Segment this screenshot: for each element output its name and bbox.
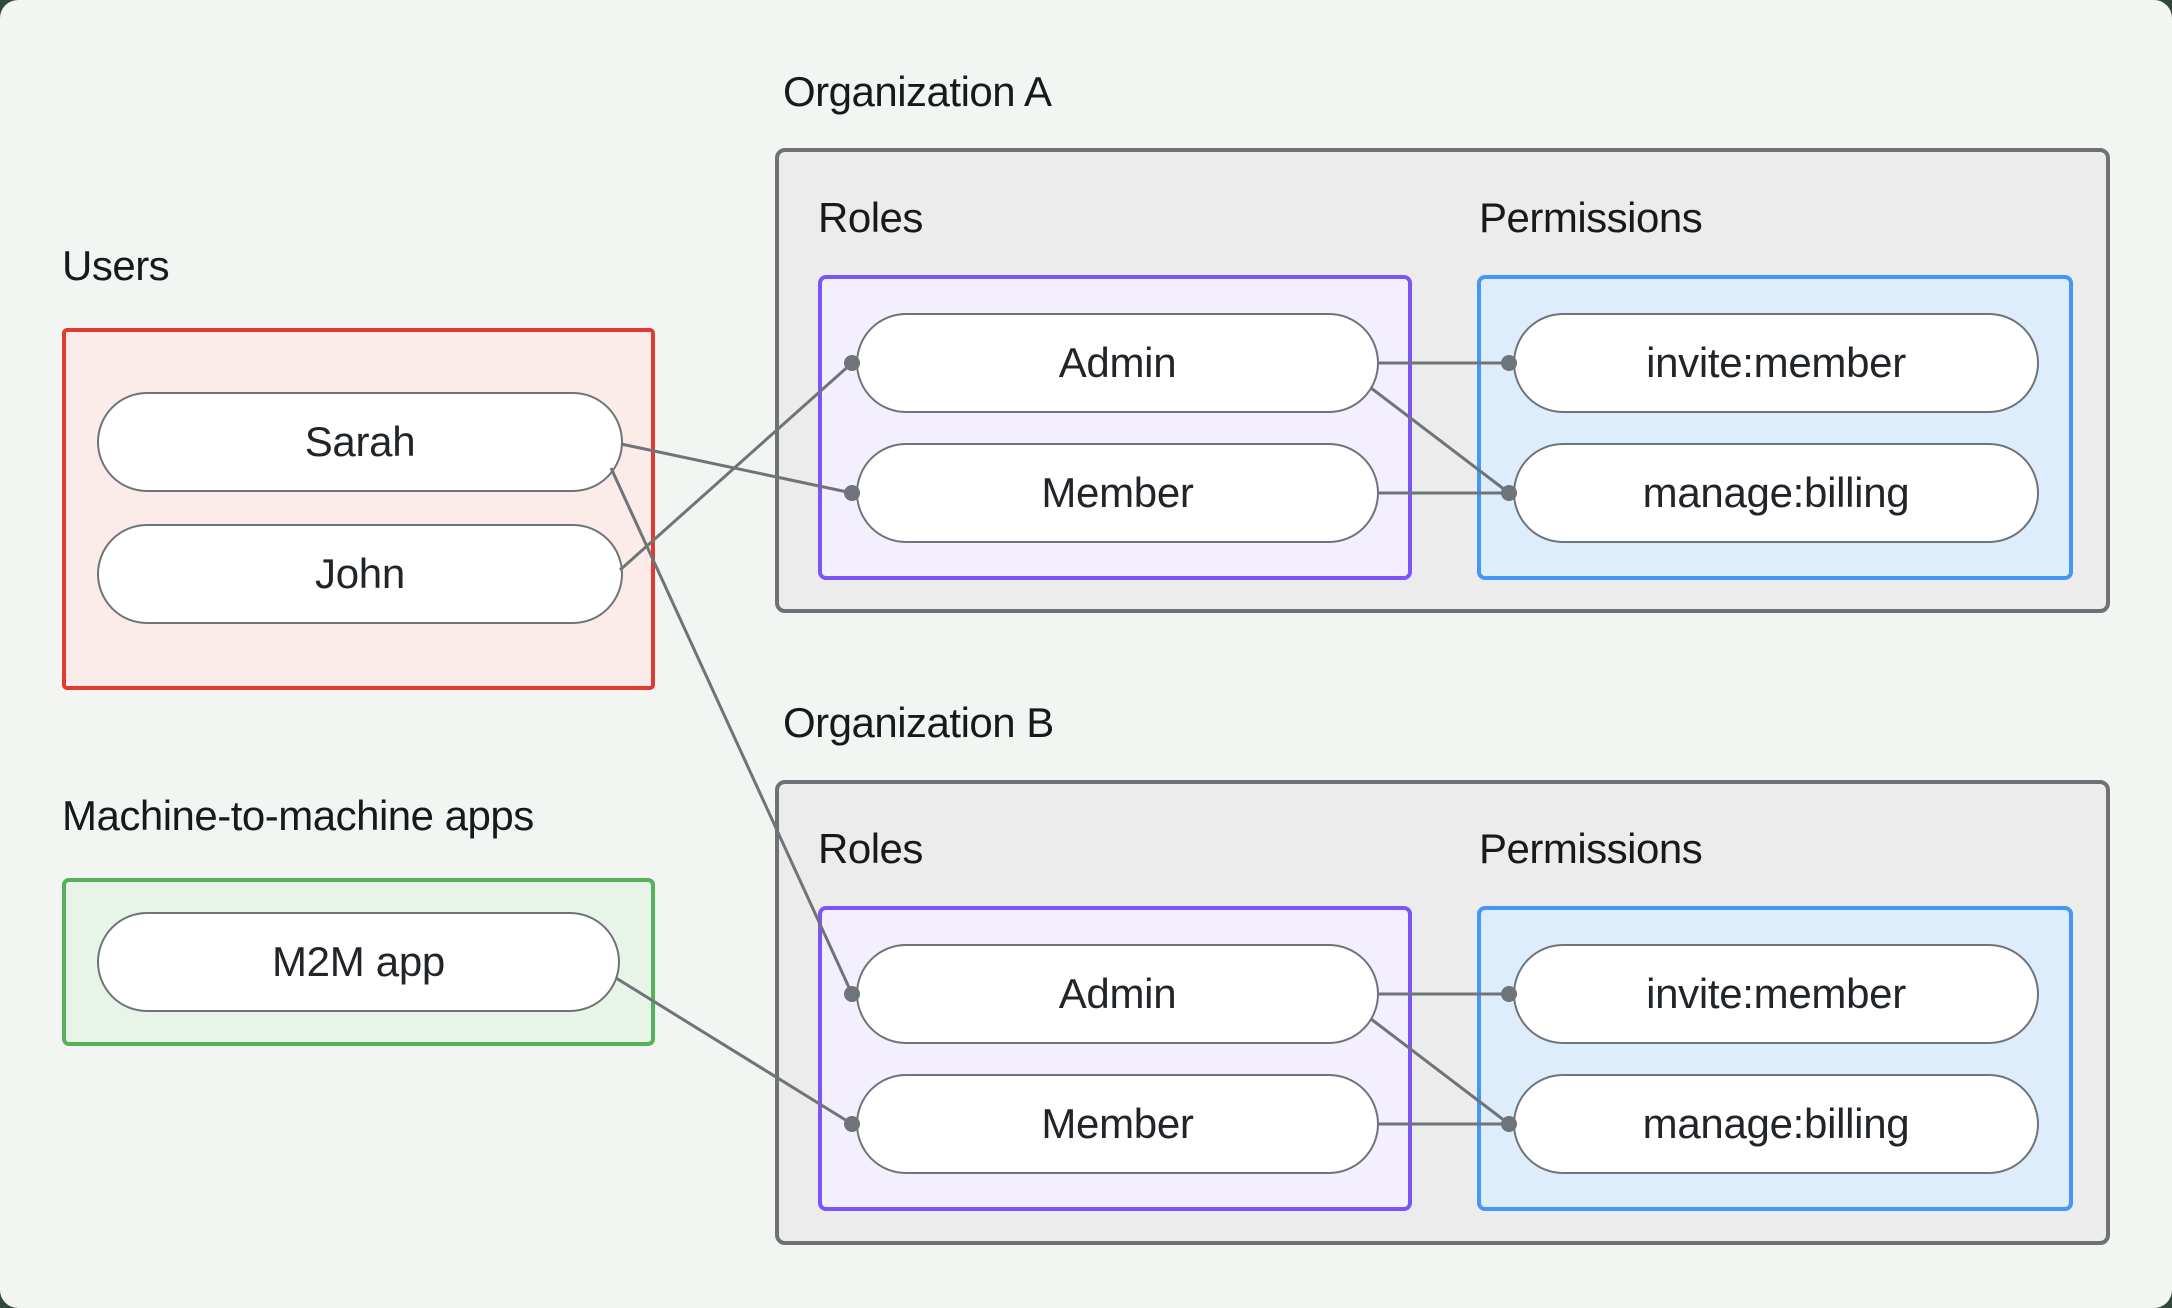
- org-a-title: Organization A: [783, 68, 1052, 115]
- org-b-permission-manage-billing: manage:billing: [1513, 1074, 2039, 1174]
- org-b-title: Organization B: [783, 699, 1054, 746]
- org-b-roles-label: Roles: [818, 825, 923, 872]
- org-b-role-member: Member: [856, 1074, 1379, 1174]
- org-a-permission-manage-billing: manage:billing: [1513, 443, 2039, 543]
- org-a-role-member: Member: [856, 443, 1379, 543]
- org-a-role-admin: Admin: [856, 313, 1379, 413]
- user-node-john: John: [97, 524, 623, 624]
- m2m-section-label: Machine-to-machine apps: [62, 792, 534, 839]
- user-node-sarah: Sarah: [97, 392, 623, 492]
- org-b-role-admin: Admin: [856, 944, 1379, 1044]
- org-a-roles-label: Roles: [818, 194, 923, 241]
- m2m-app-node: M2M app: [97, 912, 620, 1012]
- org-b-permission-invite-member: invite:member: [1513, 944, 2039, 1044]
- org-a-permission-invite-member: invite:member: [1513, 313, 2039, 413]
- users-section-label: Users: [62, 242, 170, 289]
- org-a-permissions-label: Permissions: [1479, 194, 1703, 241]
- users-group-box: [62, 328, 655, 690]
- org-b-permissions-label: Permissions: [1479, 825, 1703, 872]
